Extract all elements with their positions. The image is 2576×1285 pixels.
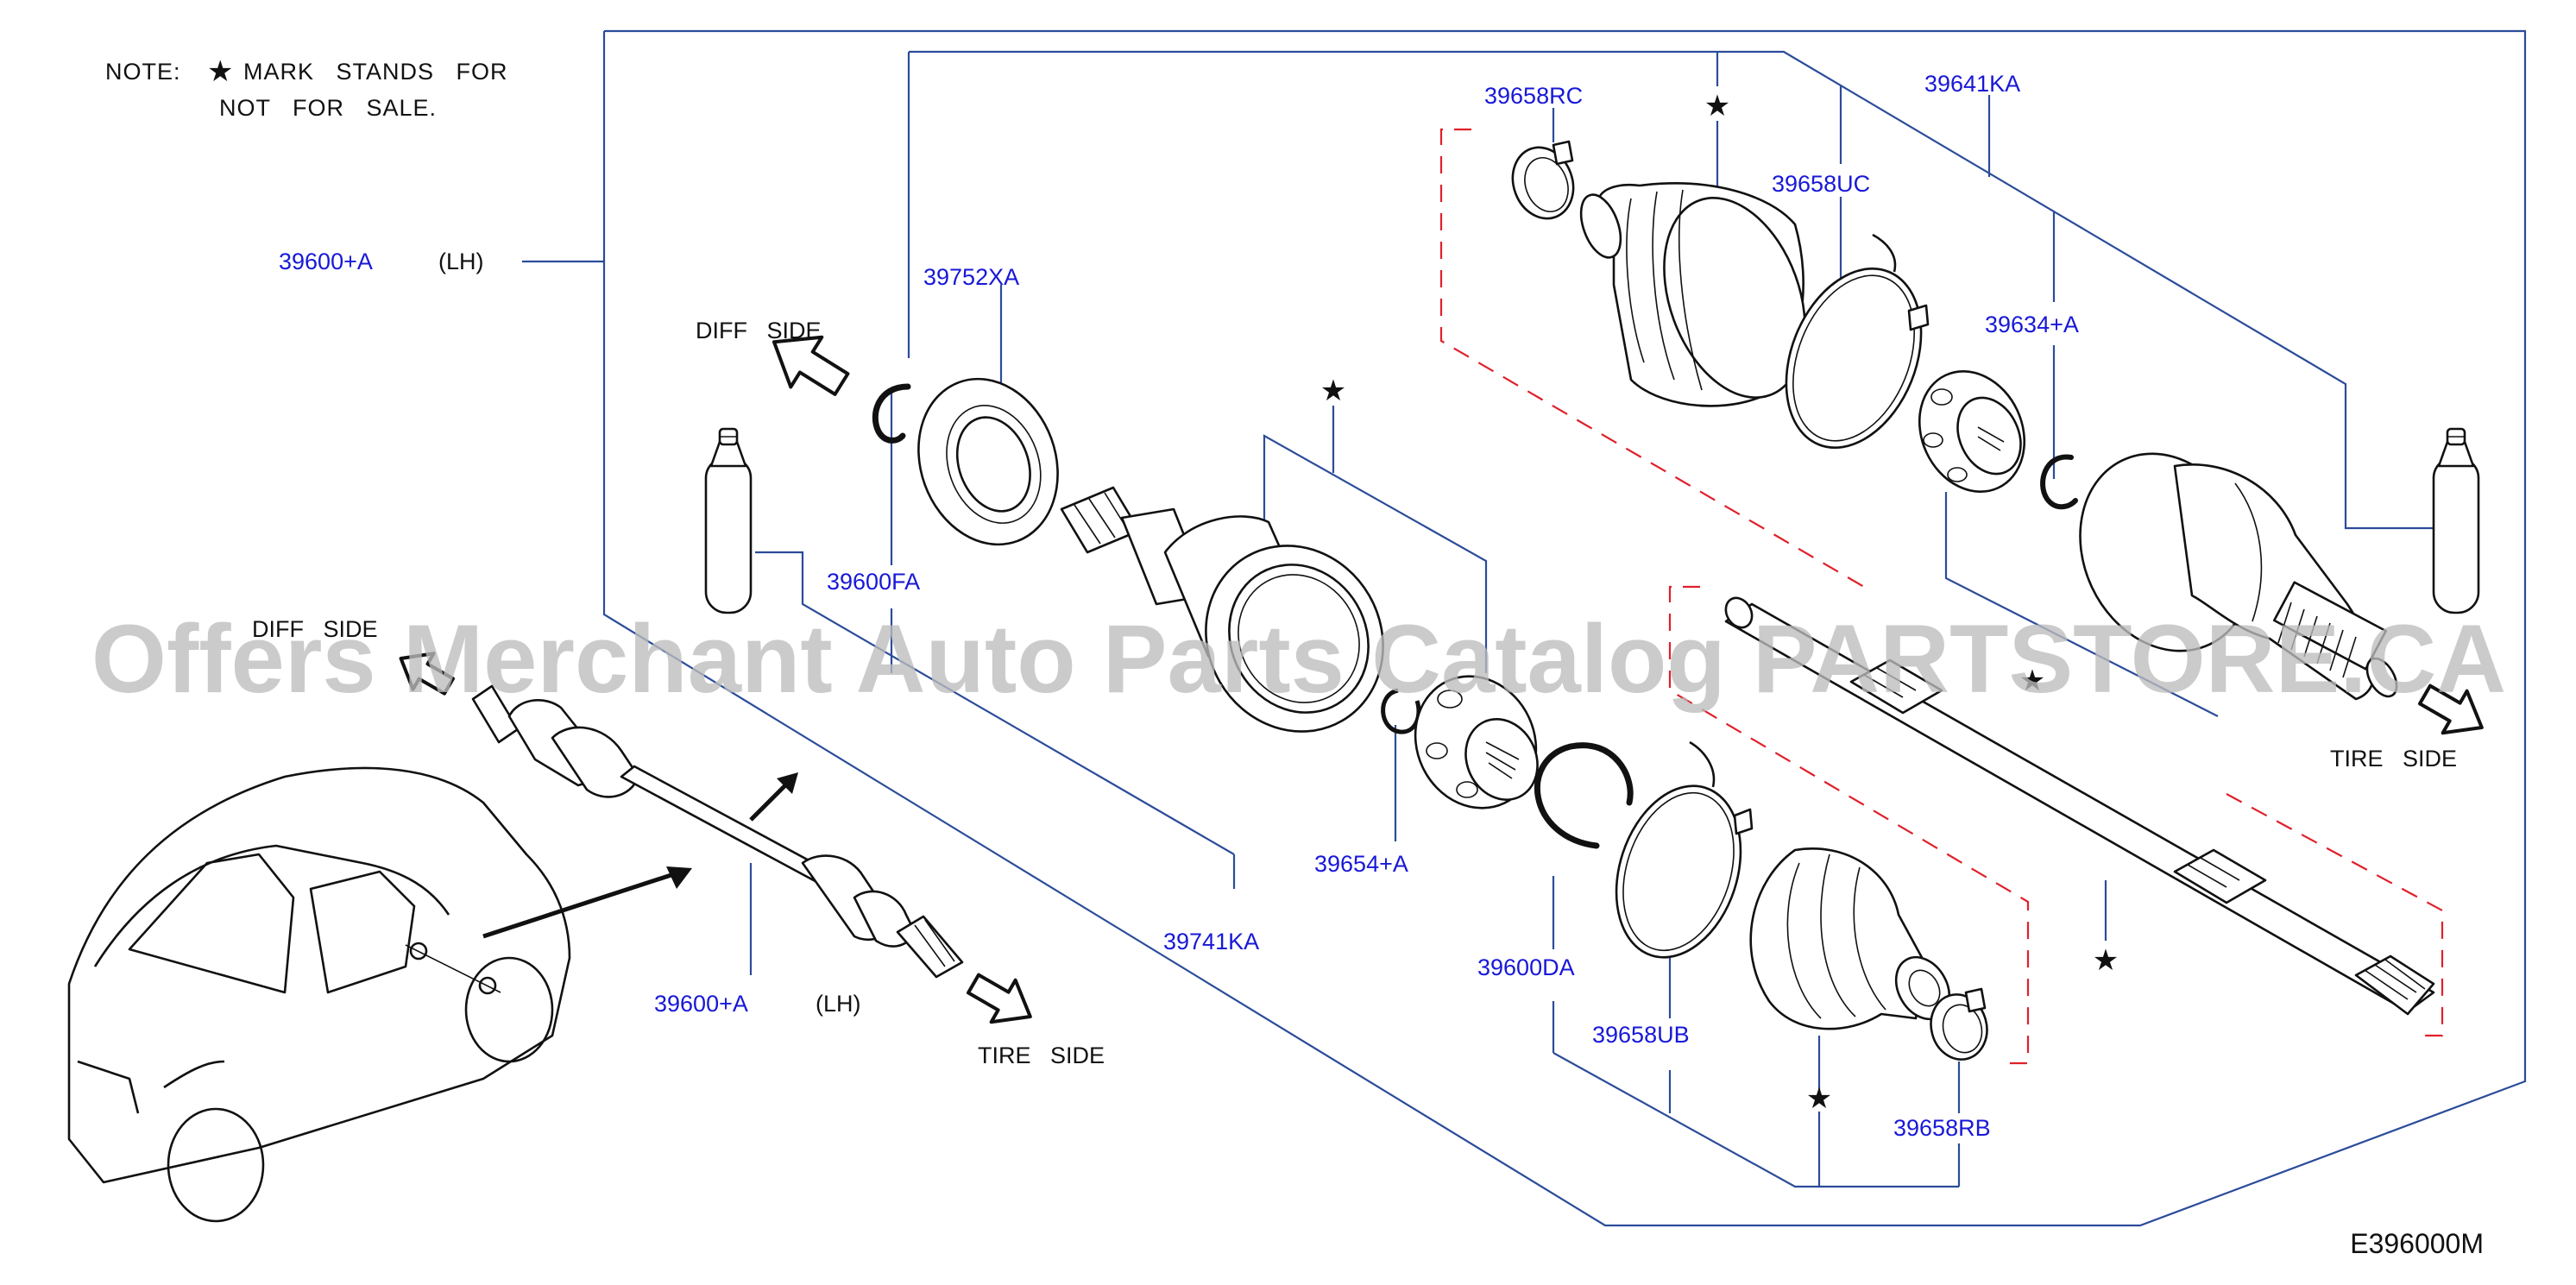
note-prefix: NOTE: [105,59,181,85]
boot-band-39658ub [1615,740,1754,959]
car-icon [67,766,571,1223]
star-icon-shaft: ★ [2093,944,2119,977]
dust-seal-39752xa [917,377,1059,546]
grease-tube-right [2432,427,2480,614]
tire-side-lower: TIRE SIDE [978,1042,1105,1068]
boot-band-39658uc [1785,233,1930,450]
star-icon-shaft-right: ★ [2019,665,2045,697]
note-line1: MARK STANDS FOR [243,59,508,85]
diff-side-lower: DIFF SIDE [252,616,378,642]
outer-joint-housing [2079,452,2398,701]
label-39658rc[interactable]: 39658RC [1484,83,1583,109]
label-39600a-main[interactable]: 39600+A [279,249,373,274]
arrow-icon-tire-lower [967,973,1032,1024]
note-line2: NOT FOR SALE. [219,95,437,121]
arrow-icon-pointer [482,772,798,939]
label-39600da[interactable]: 39600DA [1477,954,1575,980]
boot-outer [1579,182,1806,407]
label-39658rb[interactable]: 39658RB [1893,1115,1991,1141]
part-labels: 39600+A (LH) 39752XA 39600FA 39658RC 396… [279,71,2079,1141]
label-lh-small: (LH) [816,991,861,1017]
label-lh-main: (LH) [438,249,484,274]
clamp-39658rc [1511,140,1575,220]
label-39641ka[interactable]: 39641KA [1924,71,2020,97]
boot-inner [1749,847,1951,1030]
label-39600a-small[interactable]: 39600+A [654,991,748,1017]
ball-cage-39634a [1918,369,2026,494]
clamp-39658rb [1930,987,1988,1061]
label-39654a[interactable]: 39654+A [1314,851,1408,877]
alignment-dashes [1439,128,2444,1065]
snap-ring-39600da [1534,742,1634,849]
watermark: Offers Merchant Auto Parts Catalog PARTS… [91,605,2506,713]
star-icon-middle: ★ [1320,375,1346,407]
drive-shaft-assembly-small [471,684,964,979]
leader-lines [522,29,2527,1227]
star-icon-note: ★ [207,55,233,88]
label-39752xa[interactable]: 39752XA [923,264,1019,290]
arrow-icon-tire-right [2418,683,2484,735]
diagram-code: E396000M [2350,1228,2484,1259]
tire-side-right: TIRE SIDE [2330,746,2457,772]
circlip-outer [2040,454,2078,510]
note: NOTE: ★ MARK STANDS FOR NOT FOR SALE. [105,55,508,121]
label-39741ka[interactable]: 39741KA [1163,929,1259,954]
label-39600fa[interactable]: 39600FA [827,569,920,595]
arrow-icon-diff-upper [772,335,850,396]
spider-assy [1414,675,1539,809]
inner-joint-housing [1060,486,1384,733]
label-39634a[interactable]: 39634+A [1985,312,2079,337]
grease-tube-left [704,427,753,614]
drive-shaft [1724,596,2435,1016]
arrow-icon-diff-lower [399,652,455,696]
star-icon-bottom: ★ [1806,1082,1832,1115]
snap-ring-39600fa [872,383,911,444]
label-39658uc[interactable]: 39658UC [1772,171,1870,197]
star-icon-top: ★ [1704,90,1730,123]
label-39658ub[interactable]: 39658UB [1592,1022,1690,1048]
diff-side-upper: DIFF SIDE [696,318,822,343]
